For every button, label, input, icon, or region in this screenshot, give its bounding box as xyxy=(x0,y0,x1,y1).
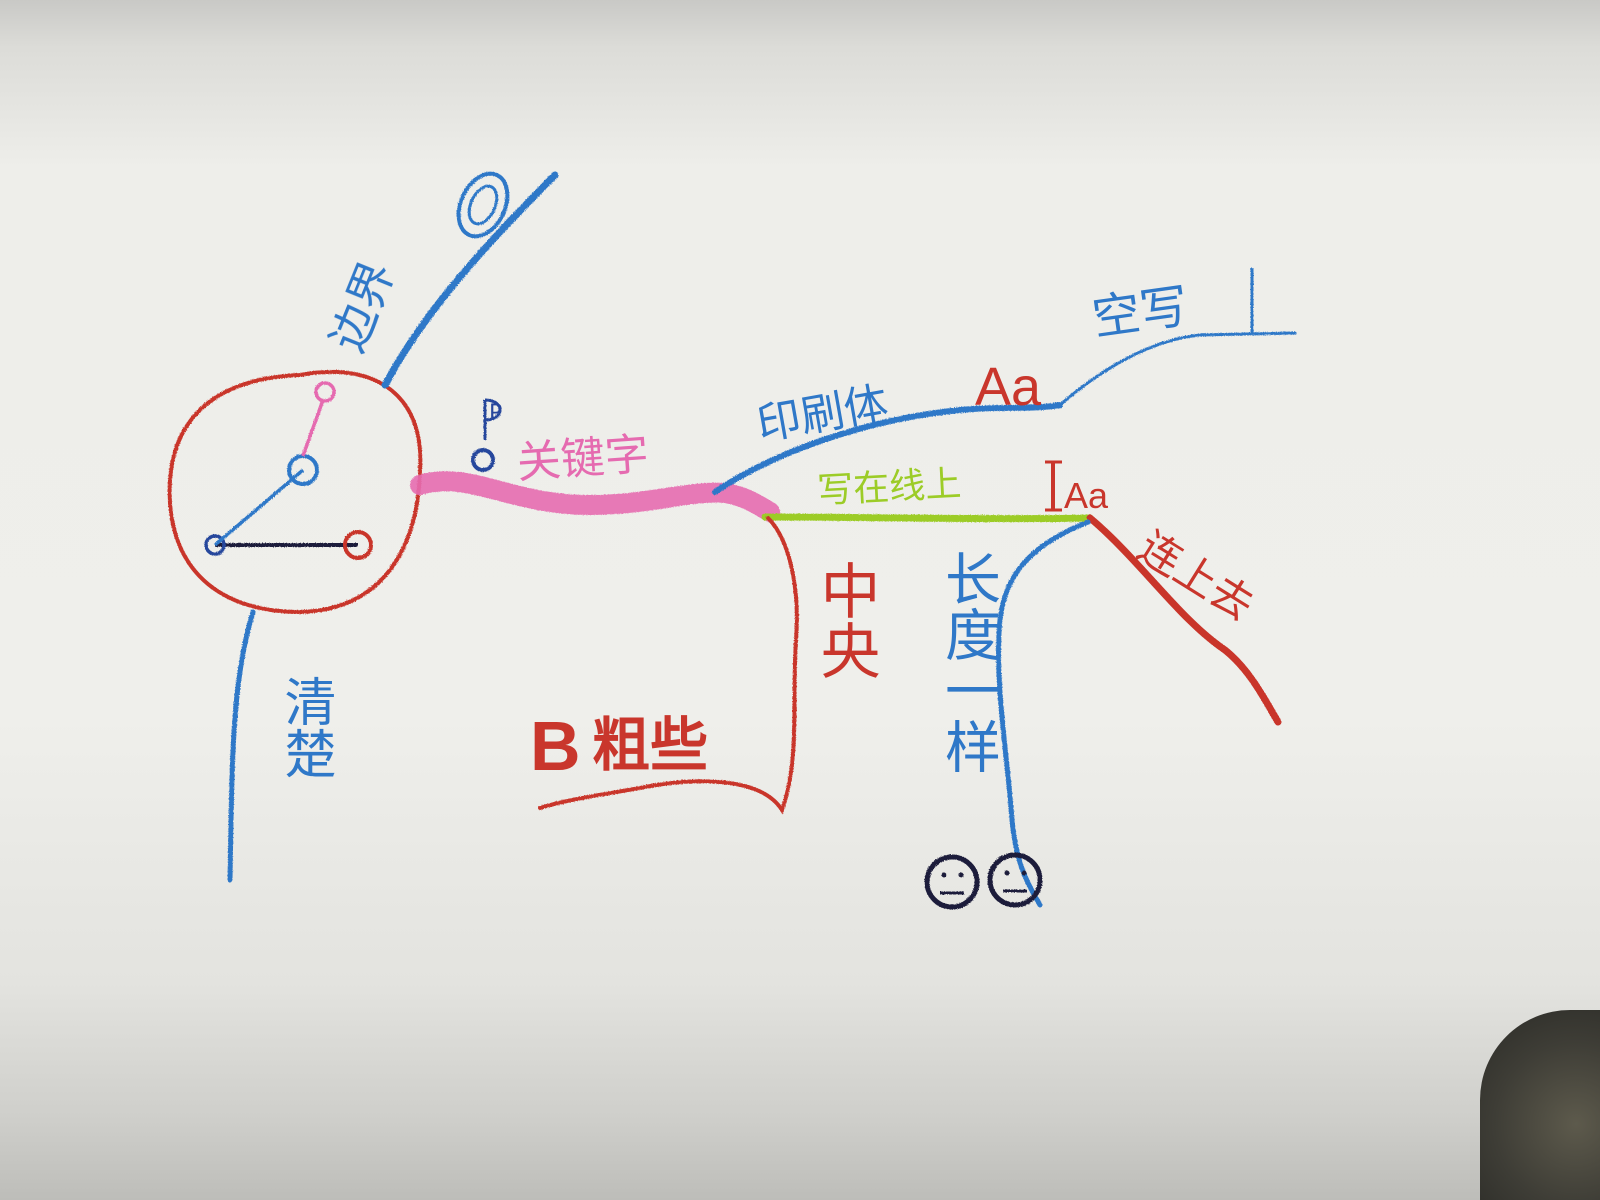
keyword-label: 关键字 xyxy=(515,429,650,489)
background-object xyxy=(1480,1010,1600,1200)
branch-clear xyxy=(227,609,256,883)
print-mark: Aa xyxy=(975,357,1042,417)
branch-blank xyxy=(1058,331,1297,407)
centered-label: 中央 xyxy=(810,560,880,680)
print-label: 印刷体 xyxy=(753,378,892,451)
boundary-label: 边界 xyxy=(320,254,405,360)
branch-on-line xyxy=(761,513,1094,523)
central-clock-image xyxy=(167,369,423,615)
branch-print xyxy=(712,402,1063,495)
branch-keyword xyxy=(410,471,780,522)
svg-text:Aa: Aa xyxy=(1064,475,1109,516)
on-line-mark: Aa xyxy=(1045,460,1109,516)
clear-label: 清楚 xyxy=(275,675,335,779)
clock-minute-hand xyxy=(213,468,305,547)
boundary-double-circle-icon xyxy=(456,171,510,239)
pin-icon xyxy=(471,398,502,472)
neutral-face-icon xyxy=(924,854,980,910)
on-line-label: 写在线上 xyxy=(816,464,962,512)
branch-boundary xyxy=(381,171,559,389)
neutral-face-icon xyxy=(987,852,1043,908)
length-label: 长度一样 xyxy=(936,550,1001,774)
blank-label: 空写 xyxy=(1089,278,1192,347)
bold-label: 粗些 xyxy=(592,711,708,779)
bold-mark: B xyxy=(530,707,581,785)
branch-length xyxy=(996,519,1091,908)
keyword-mark: P xyxy=(489,401,502,426)
branch-connect xyxy=(1086,514,1282,726)
branch-centered-bold xyxy=(538,516,799,815)
